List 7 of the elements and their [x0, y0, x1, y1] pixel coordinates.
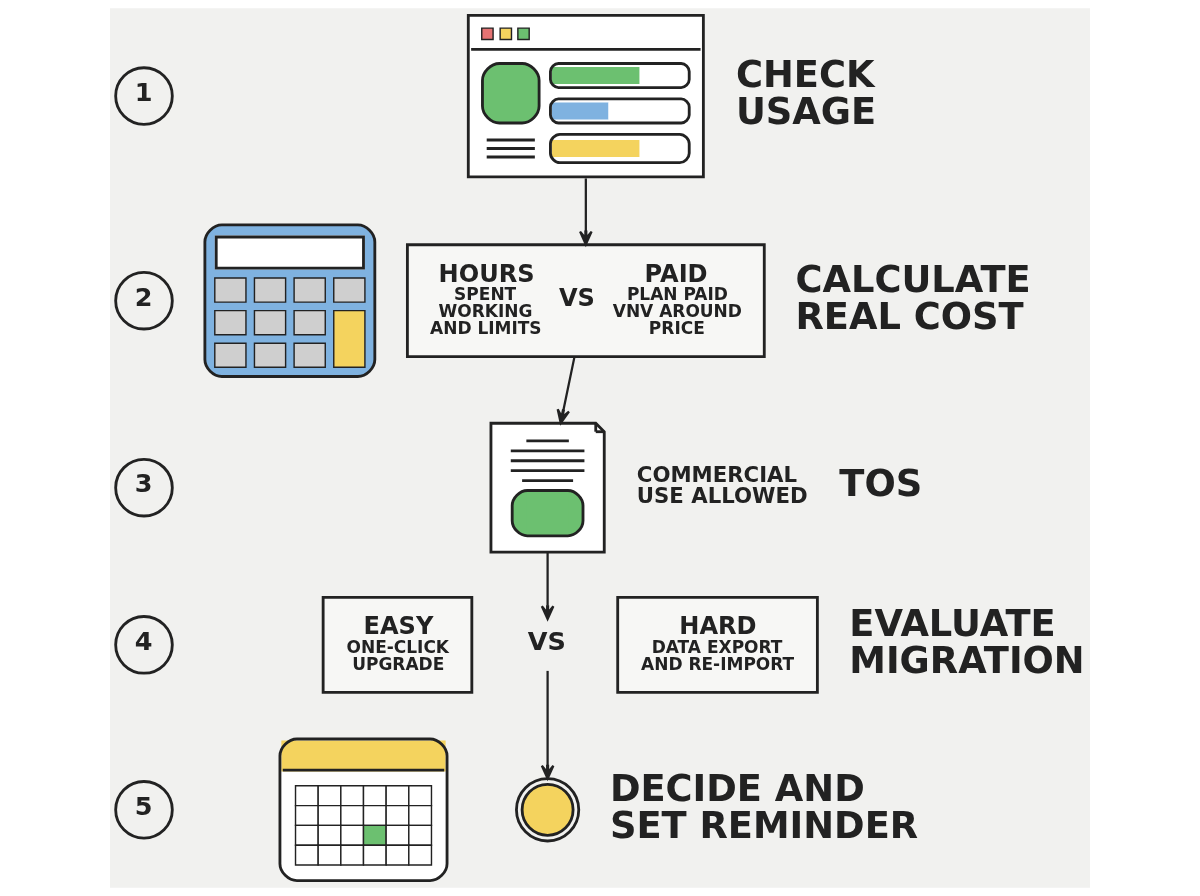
node-label: TOS	[839, 461, 923, 505]
node-text: VS	[527, 625, 566, 656]
node-label: CALCULATE REAL COST	[795, 257, 1031, 338]
node-label: CHECK USAGE	[735, 53, 877, 134]
node-label: COMMERCIAL USE ALLOWED	[636, 461, 808, 509]
node-label: EVALUATE MIGRATION	[849, 602, 1085, 682]
node-label: DECIDE AND SET REMINDER	[609, 767, 919, 847]
